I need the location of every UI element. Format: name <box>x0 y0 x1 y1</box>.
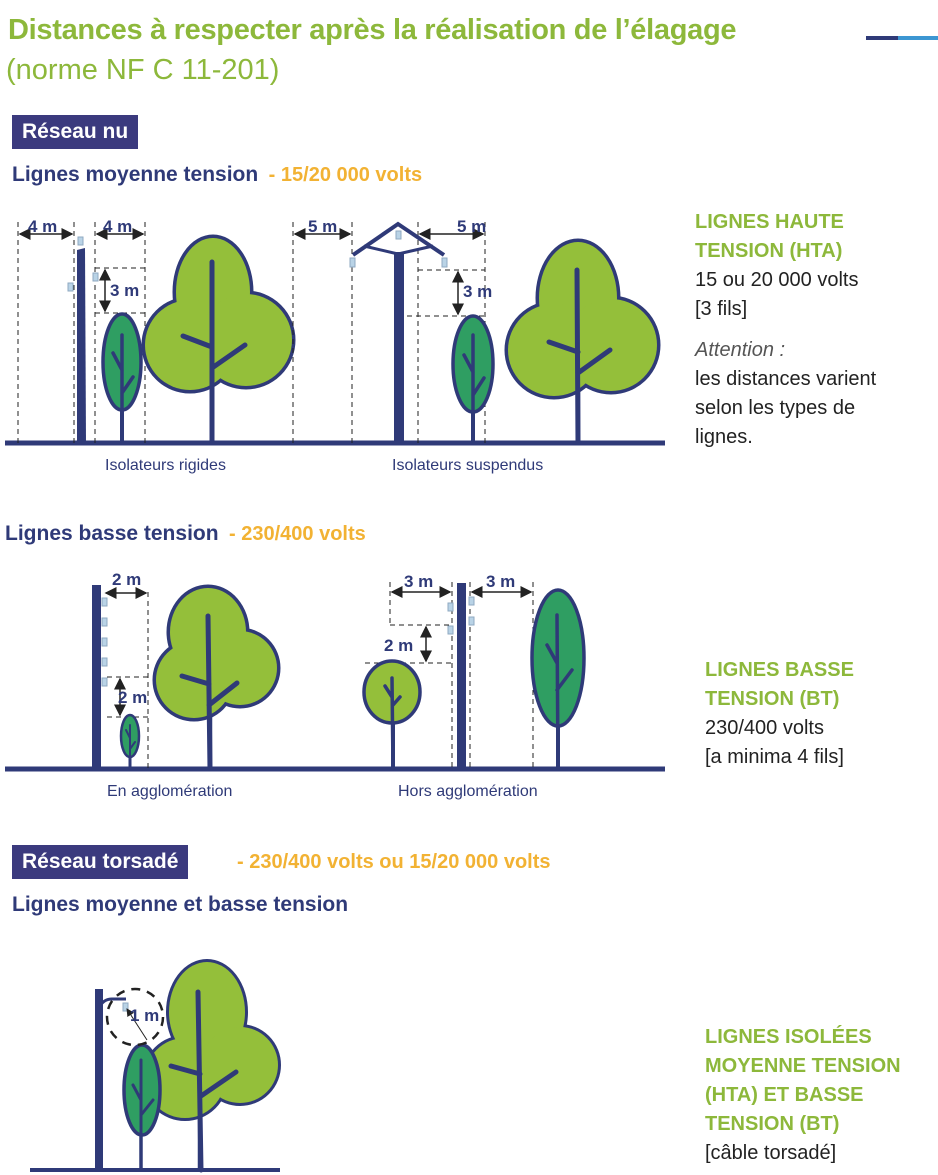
insulator-icons-suspended <box>349 230 448 268</box>
decorative-line-navy <box>866 36 898 40</box>
caption-rigid: Isolateurs rigides <box>105 457 226 474</box>
info-hta-title-2: TENSION (HTA) <box>695 240 843 262</box>
pole-twisted <box>95 989 126 1170</box>
dimension-arrow-twisted <box>126 1008 148 1041</box>
clearance-circle <box>105 987 165 1047</box>
section2-heading: Lignes basse tension - 230/400 volts <box>5 522 366 546</box>
tree-small-rigid <box>101 312 143 445</box>
section1-volts: - 15/20 000 volts <box>268 164 423 186</box>
dimension-label-rural-vertical: 2 m <box>384 636 413 655</box>
insulator-icons-rigid <box>67 236 99 292</box>
tree-tall-rural <box>530 588 586 771</box>
dimension-label-rural-right: 3 m <box>486 572 515 591</box>
info-hta-note-3: lignes. <box>695 426 753 448</box>
info-hta-title-1: LIGNES HAUTE <box>695 211 844 233</box>
section2-heading-text: Lignes basse tension <box>5 522 219 545</box>
info-torsade-title-2: MOYENNE TENSION <box>705 1055 901 1077</box>
info-torsade: LIGNES ISOLÉES MOYENNE TENSION (HTA) ET … <box>705 1023 901 1168</box>
insulator-icon-twisted <box>122 1002 129 1012</box>
insulator-icons-urban <box>101 597 108 687</box>
info-bt-wires: [a minima 4 fils] <box>705 746 844 768</box>
page-subtitle: (norme NF C 11-201) <box>6 54 280 86</box>
dimension-label-suspended-left: 5 m <box>308 217 337 236</box>
dimension-label-rigid-right: 4 m <box>103 217 132 236</box>
info-bt-title-2: TENSION (BT) <box>705 688 840 710</box>
dimension-label-rural-left: 3 m <box>404 572 433 591</box>
dimension-arrows-rural <box>390 586 533 663</box>
page-title: Distances à respecter après la réalisati… <box>8 14 737 46</box>
section-badge-reseau-torsade: Réseau torsadé <box>12 845 189 879</box>
dimension-label-urban-horizontal: 2 m <box>112 570 141 589</box>
section3-volts: - 230/400 volts ou 15/20 000 volts <box>237 851 551 873</box>
dimension-label-suspended-right: 5 m <box>457 217 486 236</box>
dimension-label-suspended-vertical: 3 m <box>463 282 492 301</box>
info-torsade-title-3: (HTA) ET BASSE <box>705 1084 864 1106</box>
info-torsade-title-4: TENSION (BT) <box>705 1113 840 1135</box>
tree-large-twisted <box>142 959 281 1173</box>
tree-small-urban <box>119 713 141 770</box>
tree-large-urban <box>152 584 281 772</box>
info-hta-wires: [3 fils] <box>695 298 748 320</box>
info-bt: LIGNES BASSE TENSION (BT) 230/400 volts … <box>705 656 854 772</box>
info-hta-note-2: selon les types de <box>695 397 856 419</box>
info-torsade-cable: [câble torsadé] <box>705 1142 837 1164</box>
info-hta-note-1: les distances varient <box>695 368 877 390</box>
pole-rigid <box>77 248 86 443</box>
caption-suspended: Isolateurs suspendus <box>392 457 544 474</box>
dimension-label-twisted: 1 m <box>130 1006 159 1025</box>
dimension-label-rigid-vertical: 3 m <box>110 281 139 300</box>
caption-urban: En agglomération <box>107 783 233 800</box>
section1-heading: Lignes moyenne tension - 15/20 000 volts <box>12 163 422 187</box>
decorative-line-blue <box>898 36 938 40</box>
dimension-arrows-rigid <box>18 228 145 313</box>
dimension-arrows-suspended <box>293 228 485 316</box>
pole-urban <box>92 585 101 769</box>
section2-volts: - 230/400 volts <box>229 523 366 545</box>
section3-heading: Lignes moyenne et basse tension <box>12 893 349 916</box>
info-hta-attention: Attention : <box>695 339 786 361</box>
pole-rural <box>457 583 466 769</box>
tree-small-suspended <box>451 314 495 445</box>
tree-large-rigid <box>141 234 296 446</box>
dimension-label-urban-vertical: 2 m <box>118 688 147 707</box>
section-badge-reseau-nu: Réseau nu <box>12 115 139 149</box>
info-bt-volts: 230/400 volts <box>705 717 824 739</box>
caption-rural: Hors agglomération <box>398 783 538 800</box>
insulator-icons-rural <box>447 596 475 635</box>
info-hta-volts: 15 ou 20 000 volts <box>695 269 859 291</box>
tree-round-rural <box>362 659 422 771</box>
dimension-arrows-urban <box>104 587 148 717</box>
info-hta: LIGNES HAUTE TENSION (HTA) 15 ou 20 000 … <box>695 208 876 452</box>
tree-small-twisted <box>122 1043 162 1172</box>
info-torsade-title-1: LIGNES ISOLÉES <box>705 1026 872 1048</box>
section1-heading-text: Lignes moyenne tension <box>12 163 259 186</box>
tree-large-suspended <box>504 238 661 446</box>
info-bt-title-1: LIGNES BASSE <box>705 659 854 681</box>
pole-suspended <box>351 221 446 443</box>
dimension-label-rigid-left: 4 m <box>28 217 57 236</box>
